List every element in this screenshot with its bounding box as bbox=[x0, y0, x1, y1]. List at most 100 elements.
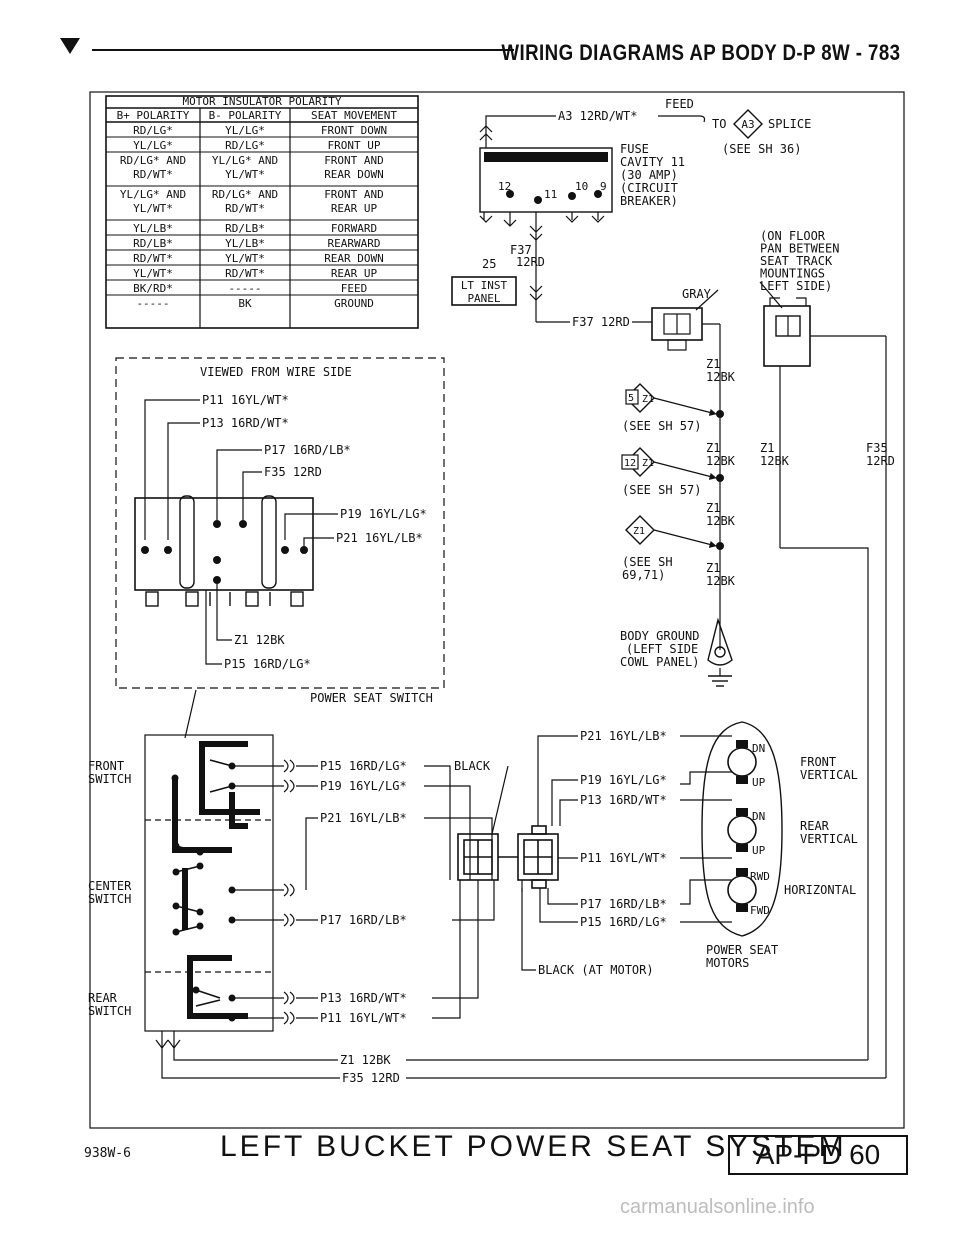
polarity-cell: RD/WT* bbox=[133, 252, 173, 265]
fuse-circuit-breaker: A3 12RD/WT* FEED TO A3 SPLICE (SEE SH 36… bbox=[451, 97, 811, 329]
polarity-row: YL/WT*RD/WT*REAR UP bbox=[106, 267, 418, 281]
fuse-f37-wire: 12RD bbox=[516, 255, 545, 269]
polarity-cell: RD/LB* bbox=[133, 237, 173, 250]
motor-wire-p15: P15 16RD/LG* bbox=[580, 915, 667, 929]
sv-wire-f35: F35 12RD bbox=[264, 465, 322, 479]
polarity-cell: YL/LB* bbox=[225, 237, 265, 250]
polarity-cell: YL/LG* bbox=[225, 124, 265, 137]
dir-front-dn: DN bbox=[752, 742, 765, 755]
sv-wire-p17: P17 16RD/LB* bbox=[264, 443, 351, 457]
splice-2-tag: 12 bbox=[624, 458, 636, 469]
polarity-cell: REAR DOWN bbox=[324, 252, 384, 265]
label-line: LEFT SIDE) bbox=[760, 279, 832, 293]
switch-view-caption: POWER SEAT SWITCH bbox=[310, 691, 433, 705]
bottom-wire-f35: F35 12RD bbox=[342, 1071, 400, 1085]
polarity-row: YL/LB* RD/LB* FORWARD bbox=[106, 222, 418, 236]
fuse-num-25: 25 bbox=[482, 257, 496, 271]
polarity-cell: FORWARD bbox=[331, 222, 377, 235]
black-connector-label: BLACK bbox=[454, 759, 491, 773]
polarity-table: MOTOR INSULATOR POLARITY B+ POLARITY B- … bbox=[105, 95, 419, 329]
switch-wire-side-view: VIEWED FROM WIRE SIDE P11 16YL/WT* P13 1… bbox=[115, 357, 445, 739]
polarity-cell: RD/LG* bbox=[133, 124, 173, 137]
bottom-wire-z1: Z1 12BK bbox=[340, 1053, 391, 1067]
polarity-cell: YL/LB* bbox=[133, 222, 173, 235]
dir-rear-dn: DN bbox=[752, 810, 765, 823]
horizontal-label: HORIZONTAL bbox=[784, 883, 856, 897]
polarity-cell: BK bbox=[238, 297, 252, 310]
panel-line-2: PANEL bbox=[467, 292, 500, 305]
black-at-motor: BLACK (AT MOTOR) bbox=[538, 963, 654, 977]
motor-wire-p11: P11 16YL/WT* bbox=[580, 851, 667, 865]
sw-wire-p15: P15 16RD/LG* bbox=[320, 759, 407, 773]
polarity-cell: FRONT DOWN bbox=[321, 124, 387, 137]
label-line: (CIRCUIT bbox=[620, 181, 678, 195]
lt-inst-panel-box bbox=[451, 276, 517, 306]
polarity-cell: GROUND bbox=[334, 297, 374, 310]
fuse-a3-tag: A3 bbox=[741, 118, 754, 131]
dir-rear-up: UP bbox=[752, 844, 766, 857]
polarity-row: RD/WT* YL/WT* REAR DOWN bbox=[106, 252, 418, 266]
body-ground-2: (LEFT SIDE bbox=[626, 642, 698, 656]
label-line: PAN BETWEEN bbox=[760, 242, 839, 256]
polarity-row: RD/LG* YL/LG* FRONT DOWN bbox=[106, 124, 418, 138]
watermark: carmanualsonline.info bbox=[620, 1196, 815, 1218]
splice-1-see: (SEE SH 57) bbox=[622, 419, 701, 433]
polarity-cell: REAR UP bbox=[331, 267, 378, 280]
label-line: MOUNTINGS bbox=[760, 267, 825, 281]
header-title: WIRING DIAGRAMS AP BODY D-P 8W - 783 bbox=[500, 40, 900, 65]
header-rule bbox=[92, 49, 514, 51]
splice-2-wire: Z1 bbox=[642, 458, 654, 469]
ground-lug-icon bbox=[707, 617, 733, 666]
triangle-down-icon bbox=[60, 38, 80, 54]
fuse-pin-11: 11 bbox=[544, 188, 557, 201]
polarity-cell: FEED bbox=[341, 282, 368, 295]
col-b-plus: B+ POLARITY bbox=[117, 109, 190, 122]
sv-wire-p15: P15 16RD/LG* bbox=[224, 657, 311, 671]
polarity-cell: FRONT UP bbox=[328, 139, 381, 152]
fuse-f37-run: F37 12RD bbox=[572, 315, 630, 329]
dir-rwd: RWD bbox=[750, 870, 770, 883]
splice-3-tag: Z1 bbox=[633, 526, 645, 537]
polarity-cell: YL/WT* bbox=[225, 252, 265, 265]
page-header: WIRING DIAGRAMS AP BODY D-P 8W - 783 bbox=[0, 0, 960, 80]
motor-wire-p13: P13 16RD/WT* bbox=[580, 793, 667, 807]
fuse-see-sheet: (SEE SH 36) bbox=[722, 142, 801, 156]
motor-wire-p19: P19 16YL/LG* bbox=[580, 773, 667, 787]
sv-wire-z1: Z1 12BK bbox=[234, 633, 285, 647]
sw-wire-p11: P11 16YL/WT* bbox=[320, 1011, 407, 1025]
label-line: BREAKER) bbox=[620, 194, 678, 208]
body-ground-1: BODY GROUND bbox=[620, 629, 699, 643]
polarity-cell: RD/LB* bbox=[225, 222, 265, 235]
splice-1-wire: Z1 bbox=[642, 394, 654, 405]
splice-1-tag: 5 bbox=[628, 393, 634, 404]
polarity-cell: ----- bbox=[228, 282, 261, 295]
fuse-f37: F37 bbox=[510, 243, 532, 257]
fuse-a3-wire: A3 12RD/WT* bbox=[558, 109, 637, 123]
sv-wire-p13: P13 16RD/WT* bbox=[202, 416, 289, 430]
power-seat-motors: P21 16YL/LB* P19 16YL/LG* P13 16RD/WT* P… bbox=[521, 721, 858, 977]
sw-wire-p17: P17 16RD/LB* bbox=[320, 913, 407, 927]
fuse-pin-12: 12 bbox=[498, 180, 511, 193]
label-line: (ON FLOOR bbox=[760, 229, 826, 243]
